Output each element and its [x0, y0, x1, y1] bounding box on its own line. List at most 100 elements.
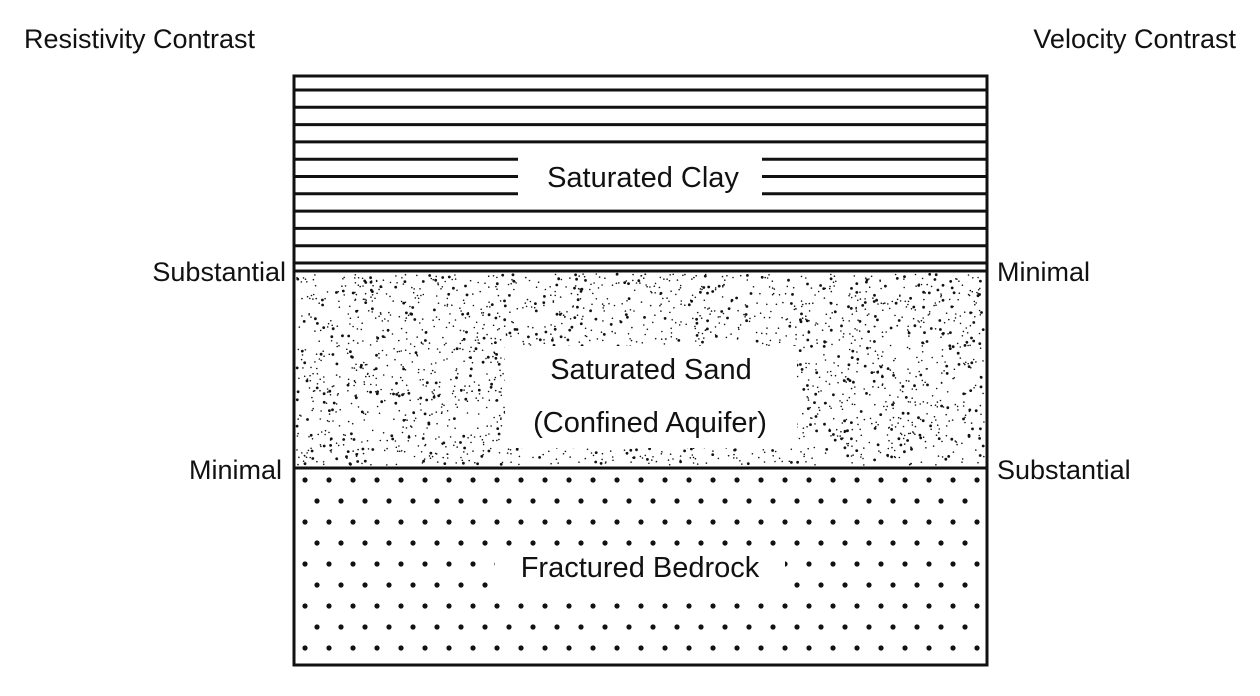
sand-grain — [842, 379, 845, 381]
sand-grain — [872, 300, 876, 303]
sand-grain — [488, 379, 491, 381]
sand-grain — [420, 451, 423, 453]
sand-grain — [409, 425, 412, 427]
sand-grain — [694, 325, 696, 328]
sand-grain — [955, 313, 957, 315]
sand-grain — [943, 370, 945, 372]
sand-grain — [515, 328, 519, 331]
bedrock-dot — [674, 498, 680, 504]
bedrock-dot — [854, 519, 860, 525]
sand-grain — [357, 277, 360, 279]
sand-grain — [883, 405, 885, 408]
sand-grain — [331, 353, 335, 356]
sand-grain — [297, 348, 300, 351]
sand-grain — [842, 336, 844, 338]
layer-label-confined-aquifer: (Confined Aquifer) — [533, 407, 767, 439]
sand-grain — [402, 301, 406, 305]
sand-grain — [739, 324, 742, 326]
sand-grain — [404, 369, 407, 371]
sand-grain — [489, 447, 492, 450]
sand-grain — [476, 462, 479, 466]
bedrock-dot — [590, 519, 596, 525]
sand-grain — [498, 452, 501, 454]
sand-grain — [395, 275, 397, 277]
bedrock-dot — [578, 624, 584, 630]
sand-grain — [784, 292, 787, 295]
sand-grain — [529, 344, 532, 346]
sand-grain — [818, 409, 821, 412]
sand-grain — [416, 274, 418, 277]
sand-grain — [532, 326, 534, 329]
sand-grain — [623, 281, 627, 284]
sand-grain — [326, 291, 329, 293]
sand-grain — [906, 412, 910, 415]
sand-grain — [486, 305, 488, 308]
sand-grain — [833, 310, 837, 314]
sand-grain — [478, 384, 480, 387]
sand-grain — [835, 428, 838, 431]
sand-grain — [679, 455, 682, 457]
sand-grain — [465, 330, 468, 334]
sand-grain — [908, 335, 910, 337]
sand-grain — [726, 274, 728, 277]
sand-grain — [498, 391, 501, 393]
sand-grain — [354, 291, 356, 294]
sand-grain — [963, 311, 966, 314]
sand-grain — [979, 314, 982, 316]
bedrock-dot — [626, 540, 632, 546]
sand-grain — [949, 280, 953, 283]
sand-grain — [535, 332, 538, 336]
sand-grain — [550, 324, 552, 326]
sand-grain — [310, 449, 314, 453]
sand-grain — [973, 387, 975, 389]
sand-grain — [335, 291, 338, 294]
sand-grain — [923, 298, 925, 301]
sand-grain — [959, 346, 962, 348]
bedrock-dot — [662, 477, 668, 483]
sand-grain — [976, 294, 980, 298]
sand-grain — [603, 310, 605, 312]
sand-grain — [419, 396, 423, 400]
sand-grain — [907, 368, 909, 371]
sand-grain — [493, 378, 496, 381]
sand-grain — [469, 374, 472, 378]
sand-grain — [941, 440, 943, 443]
sand-grain — [859, 410, 863, 413]
sand-grain — [367, 411, 369, 413]
sand-grain — [894, 377, 897, 379]
sand-grain — [443, 404, 445, 407]
sand-grain — [350, 432, 353, 436]
sand-grain — [564, 450, 567, 453]
sand-grain — [314, 317, 317, 321]
sand-grain — [884, 387, 886, 390]
sand-grain — [486, 373, 488, 375]
sand-grain — [879, 365, 883, 369]
sand-grain — [646, 458, 649, 461]
sand-grain — [910, 462, 912, 465]
bedrock-dot — [938, 624, 944, 630]
sand-grain — [907, 325, 909, 328]
sand-grain — [354, 299, 356, 302]
sand-grain — [576, 314, 579, 317]
bedrock-dot — [782, 645, 788, 651]
sand-grain — [432, 395, 436, 399]
bedrock-dot — [386, 582, 392, 588]
sand-grain — [461, 312, 464, 316]
sand-grain — [801, 317, 804, 320]
sand-grain — [918, 370, 920, 373]
sand-grain — [924, 381, 926, 384]
sand-grain — [809, 423, 812, 426]
sand-grain — [897, 422, 899, 424]
sand-grain — [969, 389, 973, 392]
sand-grain — [974, 409, 978, 413]
sand-grain — [778, 457, 781, 460]
bedrock-dot — [746, 624, 752, 630]
sand-grain — [453, 444, 455, 447]
sand-grain — [701, 340, 704, 344]
sand-grain — [309, 374, 311, 377]
sand-grain — [964, 393, 967, 395]
sand-grain — [331, 327, 335, 331]
sand-grain — [774, 460, 776, 463]
sand-grain — [843, 419, 846, 423]
sand-grain — [896, 298, 899, 301]
